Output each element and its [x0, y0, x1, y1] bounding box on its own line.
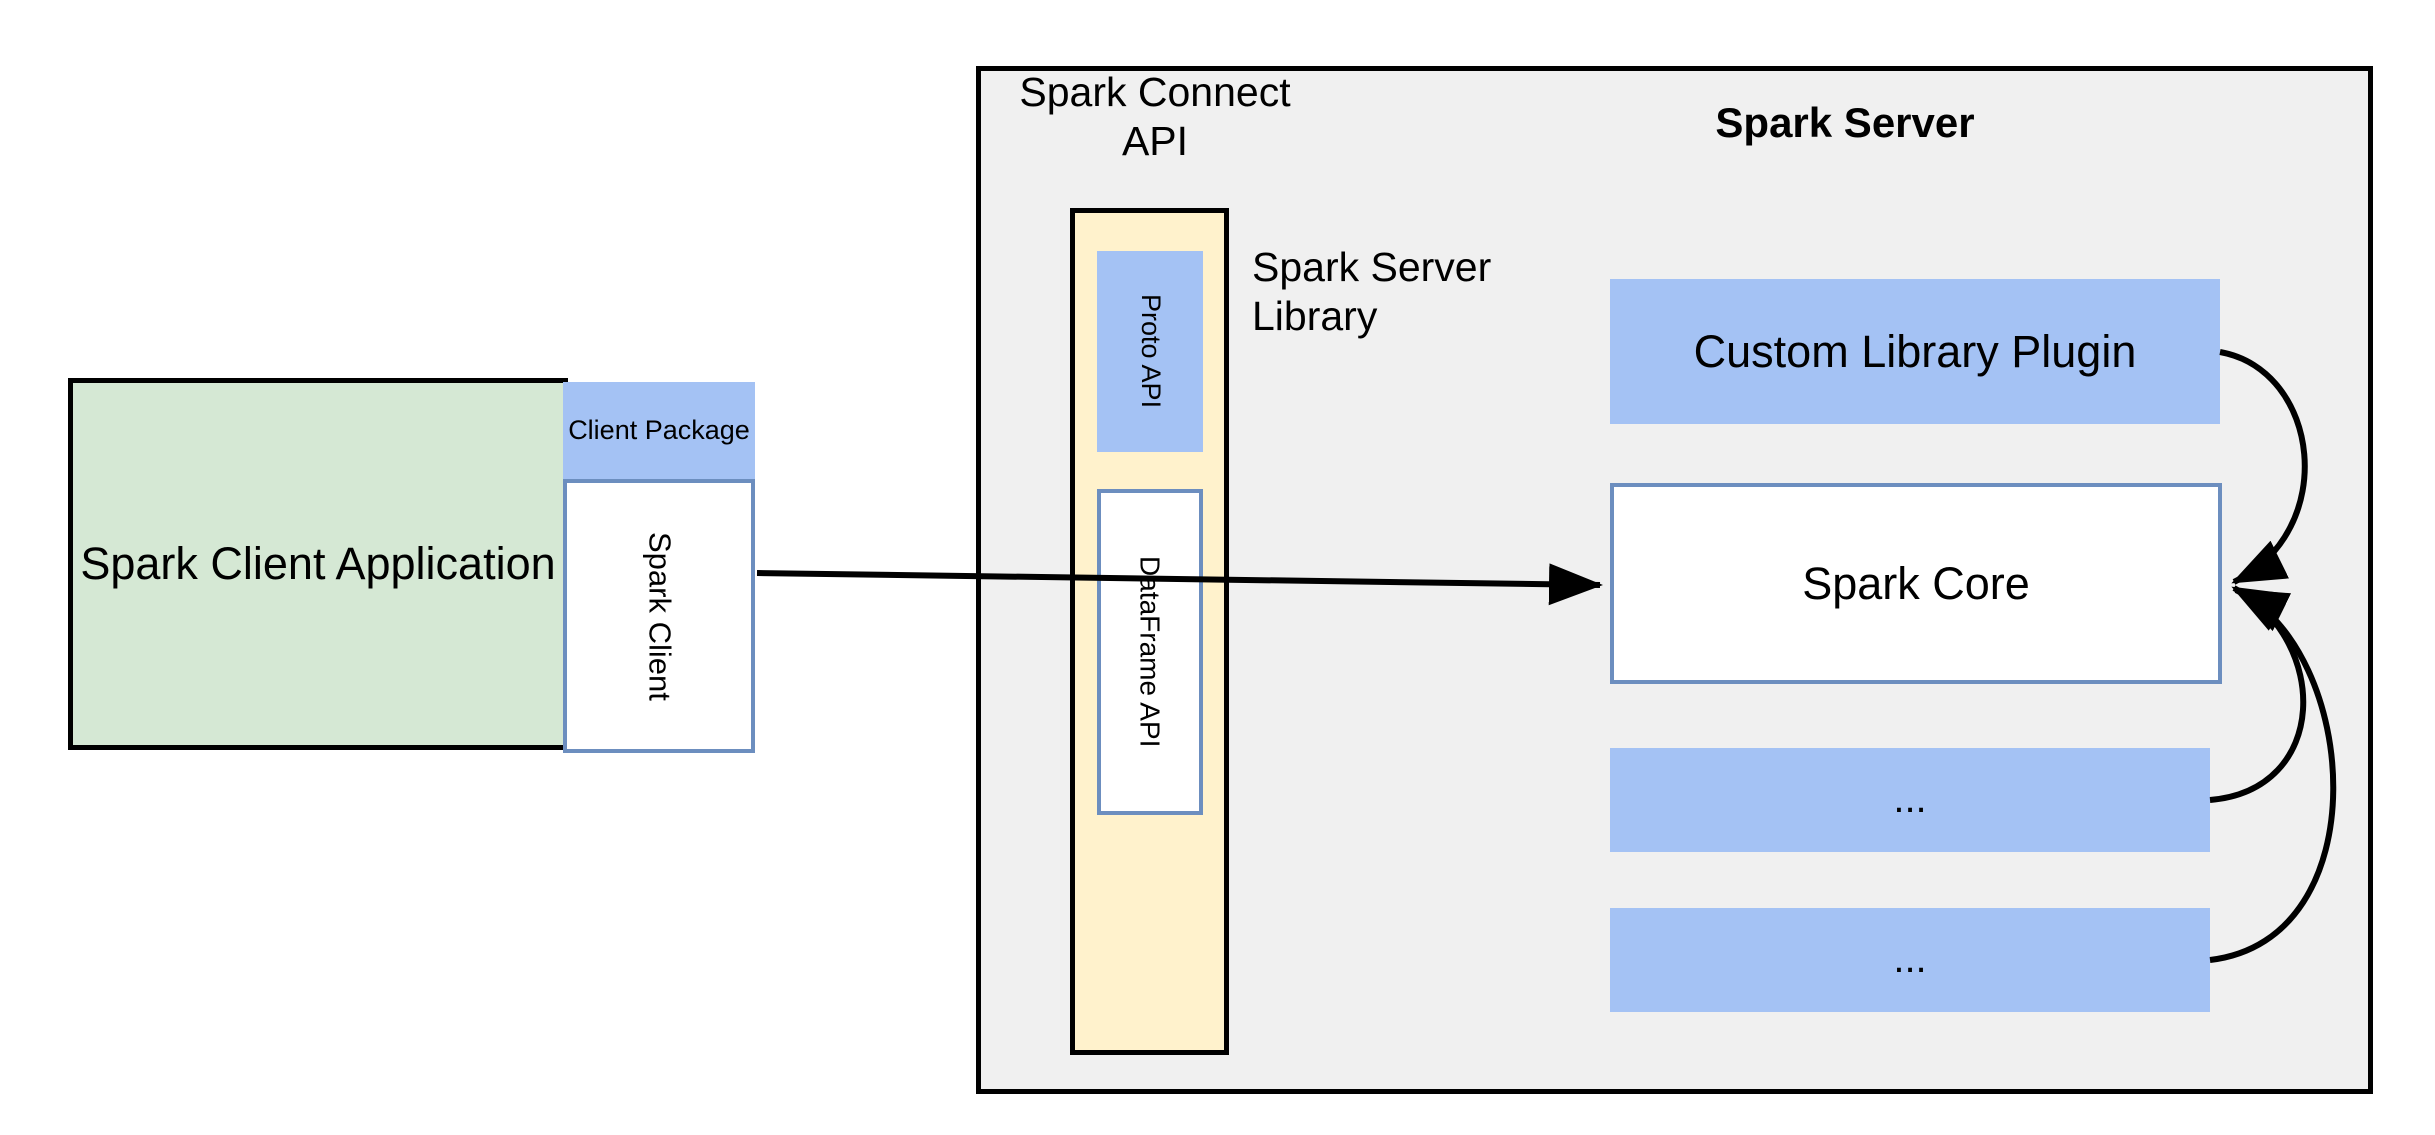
spark-server-library-label: Spark Server Library	[1252, 244, 1492, 340]
ellipsis-box-1[interactable]: ...	[1610, 748, 2210, 852]
spark-client-box[interactable]: Spark Client	[563, 479, 755, 753]
spark-server-title: Spark Server	[1715, 99, 1975, 146]
dataframe-api-box[interactable]: DataFrame API	[1097, 489, 1203, 815]
client-package-box[interactable]: Client Package	[563, 382, 755, 479]
ellipsis-box-2[interactable]: ...	[1610, 908, 2210, 1012]
proto-api-label: Proto API	[1135, 294, 1166, 409]
spark-client-application-box[interactable]: Spark Client Application	[68, 378, 568, 750]
spark-core-box[interactable]: Spark Core	[1610, 483, 2222, 684]
spark-connect-api-label: Spark Connect API	[1019, 69, 1291, 165]
spark-client-label: Spark Client	[642, 531, 678, 701]
proto-api-box[interactable]: Proto API	[1097, 251, 1203, 452]
dataframe-api-label: DataFrame API	[1134, 556, 1166, 748]
custom-library-plugin-box[interactable]: Custom Library Plugin	[1610, 279, 2220, 424]
